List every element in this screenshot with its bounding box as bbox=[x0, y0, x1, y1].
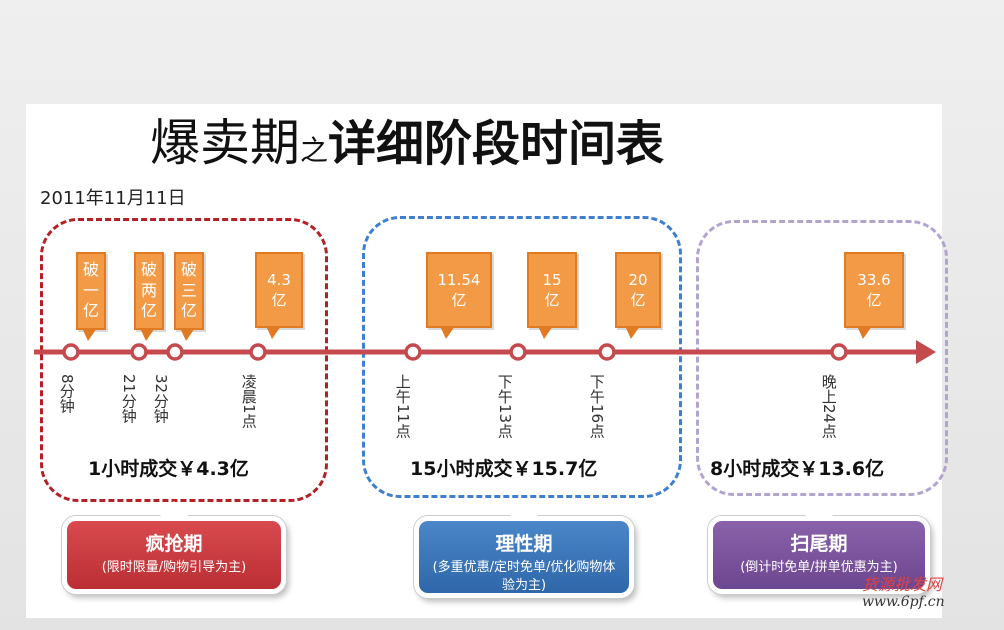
slide-title: 爆卖期之详细阶段时间表 bbox=[150, 118, 664, 168]
title-part-3: 详细阶段时间表 bbox=[328, 116, 665, 172]
summary-sweep: 8小时成交￥13.6亿 bbox=[710, 458, 885, 480]
phase-badge-rational: 理性期 (多重优惠/定时免单/优化购物体验为主) bbox=[414, 501, 634, 598]
phase-frame-crazy bbox=[40, 218, 328, 502]
time-label: 32分钟 bbox=[151, 374, 170, 424]
phase-desc: (倒计时免单/拼单优惠为主) bbox=[740, 560, 898, 575]
phase-frame-sweep bbox=[696, 220, 948, 496]
timeline-node bbox=[598, 343, 616, 361]
timeline-node bbox=[404, 343, 422, 361]
callout-break-200m: 破两亿 bbox=[134, 252, 164, 341]
time-label: 上午11点 bbox=[393, 374, 412, 439]
time-label: 下午16点 bbox=[587, 374, 606, 439]
phase-desc: (限时限量/购物引导为主) bbox=[101, 560, 247, 575]
time-label: 凌晨1点 bbox=[239, 374, 258, 429]
callout-break-300m: 破三亿 bbox=[174, 252, 204, 341]
summary-crazy: 1小时成交￥4.3亿 bbox=[88, 458, 249, 480]
axis-arrowhead bbox=[916, 340, 936, 364]
date-label: 2011年11月11日 bbox=[40, 188, 186, 209]
summary-rational: 15小时成交￥15.7亿 bbox=[410, 458, 598, 480]
phase-name: 扫尾期 bbox=[790, 533, 848, 555]
time-label: 下午13点 bbox=[495, 374, 514, 439]
time-label: 21分钟 bbox=[119, 374, 138, 424]
timeline-node bbox=[249, 343, 267, 361]
timeline-node bbox=[830, 343, 848, 361]
time-label: 8分钟 bbox=[57, 374, 76, 414]
phase-name: 理性期 bbox=[495, 533, 553, 555]
title-part-1: 爆卖期 bbox=[150, 114, 300, 172]
timeline-node bbox=[166, 343, 184, 361]
timeline-node bbox=[62, 343, 80, 361]
title-part-2: 之 bbox=[300, 134, 329, 167]
time-label: 晚上24点 bbox=[819, 374, 838, 439]
watermark: 货源批发网 www.6pf.cn bbox=[862, 575, 945, 611]
phase-desc: (多重优惠/定时免单/优化购物体验为主) bbox=[432, 560, 616, 593]
phase-frame-rational bbox=[362, 216, 682, 498]
timeline-node bbox=[130, 343, 148, 361]
callout-break-100m: 破一亿 bbox=[76, 252, 106, 341]
phase-badge-crazy: 疯抢期 (限时限量/购物引导为主) bbox=[62, 501, 286, 594]
phase-badge-sweep: 扫尾期 (倒计时免单/拼单优惠为主) bbox=[708, 501, 930, 594]
phase-name: 疯抢期 bbox=[145, 533, 203, 555]
timeline-node bbox=[509, 343, 527, 361]
